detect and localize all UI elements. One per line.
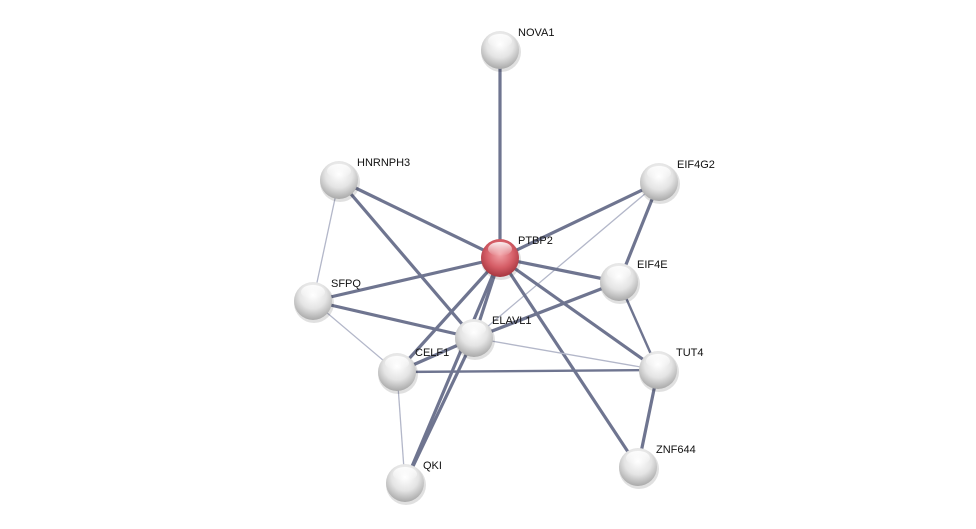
node-label: SFPQ [331, 278, 361, 290]
node-label: TUT4 [676, 347, 704, 359]
node-label: NOVA1 [518, 27, 554, 39]
node-znf644[interactable]: ZNF644 [619, 444, 696, 489]
node-label: ZNF644 [656, 444, 696, 456]
node-qki[interactable]: QKI [386, 460, 442, 505]
edge-hnrnph3-elavl1[interactable] [337, 178, 476, 340]
edge-eif4g2-ptbp2[interactable] [499, 180, 660, 260]
node-sfpq[interactable]: SFPQ [294, 278, 361, 323]
node-tut4[interactable]: TUT4 [639, 347, 704, 392]
edge-hnrnph3-sfpq[interactable] [312, 179, 340, 302]
edge-eif4e-elavl1[interactable] [473, 280, 620, 340]
node-ptbp2[interactable]: PTBP2 [481, 235, 553, 280]
edge-sfpq-elavl1[interactable] [312, 299, 475, 340]
edge-elavl1-qki[interactable] [403, 337, 476, 484]
edge-celf1-tut4[interactable] [396, 368, 659, 374]
edge-elavl1-tut4[interactable] [473, 337, 659, 371]
node-celf1[interactable]: CELF1 [378, 347, 449, 394]
node-label: HNRNPH3 [357, 157, 410, 169]
edge-ptbp2-eif4e[interactable] [499, 256, 620, 284]
node-label: QKI [423, 460, 442, 472]
node-elavl1[interactable]: ELAVL1 [455, 315, 532, 360]
edge-hnrnph3-ptbp2[interactable] [338, 178, 501, 260]
edge-ptbp2-znf644[interactable] [498, 257, 640, 468]
node-label: CELF1 [415, 347, 449, 359]
node-eif4e[interactable]: EIF4E [600, 259, 668, 304]
node-label: EIF4E [637, 259, 668, 271]
node-nova1[interactable]: NOVA1 [481, 27, 554, 72]
edge-ptbp2-tut4[interactable] [499, 256, 659, 372]
edge-ptbp2-sfpq[interactable] [312, 256, 501, 303]
node-label: EIF4G2 [677, 159, 715, 171]
edge-eif4g2-elavl1[interactable] [473, 181, 660, 339]
node-hnrnph3[interactable]: HNRNPH3 [320, 157, 410, 202]
node-eif4g2[interactable]: EIF4G2 [640, 159, 715, 204]
edge-ptbp2-celf1[interactable] [395, 256, 502, 374]
node-label: ELAVL1 [492, 315, 532, 327]
node-label: PTBP2 [518, 235, 553, 247]
